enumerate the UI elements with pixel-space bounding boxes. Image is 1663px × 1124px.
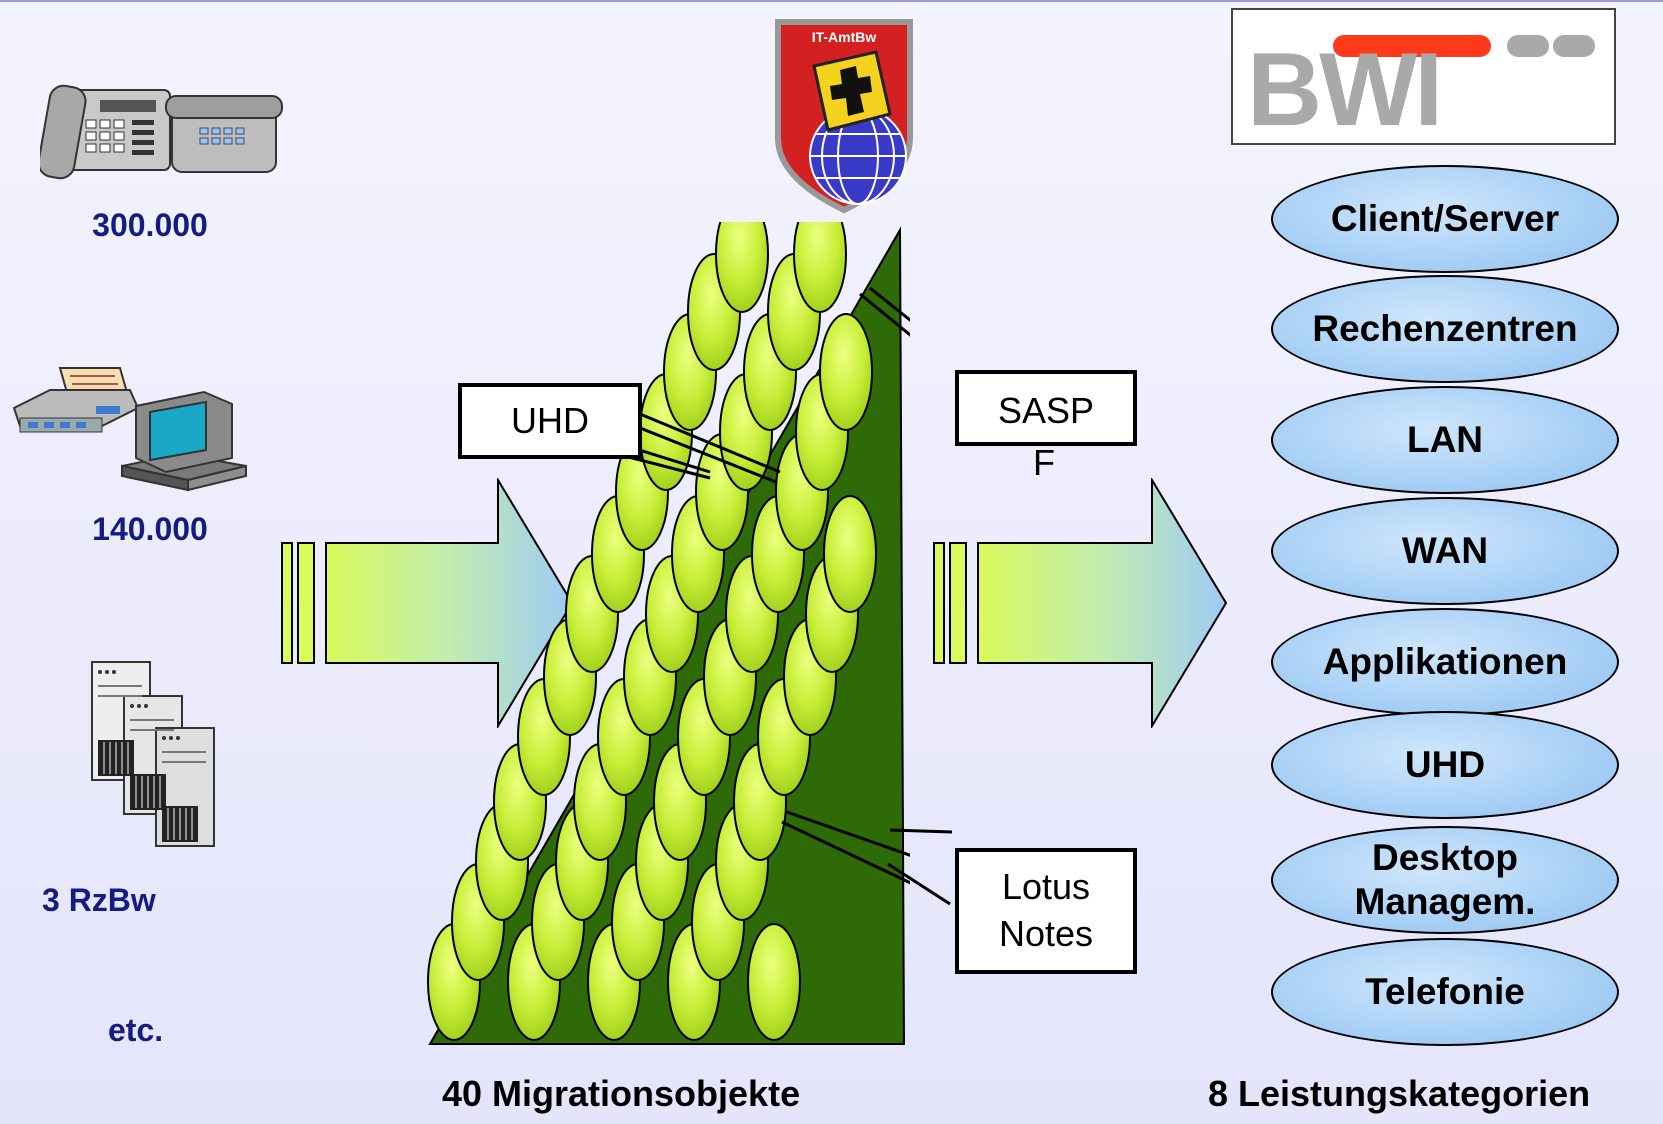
migration-egg	[715, 222, 769, 313]
fax-count: 140.000	[92, 511, 208, 547]
category-label: Rechenzentren	[1312, 307, 1578, 349]
migration-eggs	[427, 222, 877, 1041]
callout-saspf-line2: F	[1033, 442, 1055, 483]
category-label: Applikationen	[1322, 640, 1568, 682]
output-arrow	[933, 478, 1228, 728]
telephone-icon	[40, 84, 283, 180]
category-label: LAN	[1406, 418, 1484, 460]
category-rechenzentren: Rechenzentren	[1271, 275, 1619, 383]
bwi-logo-gray-dot	[1507, 35, 1549, 57]
callout-saspf: SASP	[955, 370, 1137, 446]
callout-lotus-line2: Notes	[998, 913, 1094, 954]
etc-label: etc.	[108, 1012, 164, 1048]
category-telefonie: Telefonie	[1271, 938, 1619, 1046]
top-rule	[0, 0, 1663, 2]
bwi-logo: BWI	[1231, 8, 1616, 145]
category-lan: LAN	[1271, 386, 1619, 494]
migration-egg	[747, 923, 801, 1041]
category-label: UHD	[1404, 743, 1486, 785]
bwi-logo-red-bar	[1333, 35, 1491, 57]
input-arrow	[281, 478, 574, 728]
callout-uhd: UHD	[458, 383, 642, 459]
service-categories-caption: 8 Leistungskategorien	[1208, 1073, 1591, 1114]
category-uhd: UHD	[1271, 711, 1619, 819]
category-label: WAN	[1401, 529, 1489, 571]
callout-uhd-text: UHD	[511, 399, 589, 441]
callout-pointers	[630, 412, 953, 906]
bwi-logo-text: BWI	[1247, 32, 1443, 145]
telephone-count: 300.000	[92, 207, 208, 243]
category-wan: WAN	[1271, 497, 1619, 605]
category-applikationen: Applikationen	[1271, 608, 1619, 716]
callout-lotus-line1: Lotus	[1001, 866, 1091, 908]
rzbw-count: 3 RzBw	[42, 882, 156, 918]
category-label-line2: Managem.	[1354, 881, 1536, 922]
category-label-line1: Desktop	[1372, 836, 1518, 878]
callout-saspf-line1: SASP	[997, 390, 1095, 431]
fax-computer-icon	[12, 367, 247, 492]
server-towers-icon	[91, 661, 215, 847]
category-desktop-management: Desktop Managem.	[1271, 826, 1619, 934]
callout-lotus-notes: Lotus Notes	[955, 848, 1137, 974]
migration-objects-caption: 40 Migrationsobjekte	[442, 1073, 801, 1114]
category-client-server: Client/Server	[1271, 165, 1619, 273]
crest-label: IT-AmtBw	[812, 29, 877, 45]
migration-egg	[823, 495, 877, 613]
it-amtbw-crest-icon: IT-AmtBw	[775, 19, 913, 214]
category-label: Telefonie	[1365, 970, 1525, 1012]
migration-objects-graphic	[427, 222, 910, 1045]
bwi-logo-gray-dot	[1553, 35, 1595, 57]
category-label: Client/Server	[1330, 197, 1560, 239]
migration-egg	[819, 313, 873, 431]
migration-egg	[793, 222, 847, 313]
